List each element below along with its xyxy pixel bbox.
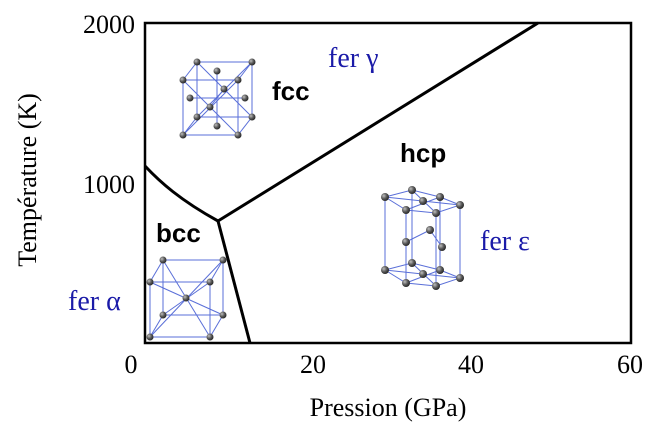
hcp-crystal-icon	[381, 186, 464, 290]
fcc-crystal-icon	[179, 58, 256, 139]
fcc-hcp-boundary	[217, 21, 539, 223]
phase-label-bcc: bcc	[156, 218, 201, 248]
y-tick-label-1000: 1000	[83, 170, 135, 199]
phase-label-hcp: hcp	[400, 138, 446, 168]
iron-label-epsilon: fer ε	[480, 226, 530, 257]
x-tick-label-60: 60	[617, 350, 643, 379]
bcc-fcc-boundary	[143, 164, 219, 223]
x-axis-title: Pression (GPa)	[310, 393, 467, 422]
plot-frame	[143, 21, 633, 345]
y-tick-label-2000: 2000	[83, 10, 135, 39]
iron-label-gamma: fer γ	[328, 43, 378, 74]
iron-label-alpha: fer α	[68, 286, 121, 317]
bcc-crystal-icon	[146, 256, 227, 341]
phase-label-fcc: fcc	[272, 76, 310, 106]
x-tick-label-20: 20	[300, 350, 326, 379]
x-tick-label-0: 0	[125, 350, 138, 379]
y-axis-title: Température (K)	[13, 93, 42, 267]
bcc-hcp-boundary	[216, 220, 252, 344]
x-tick-label-40: 40	[458, 350, 484, 379]
